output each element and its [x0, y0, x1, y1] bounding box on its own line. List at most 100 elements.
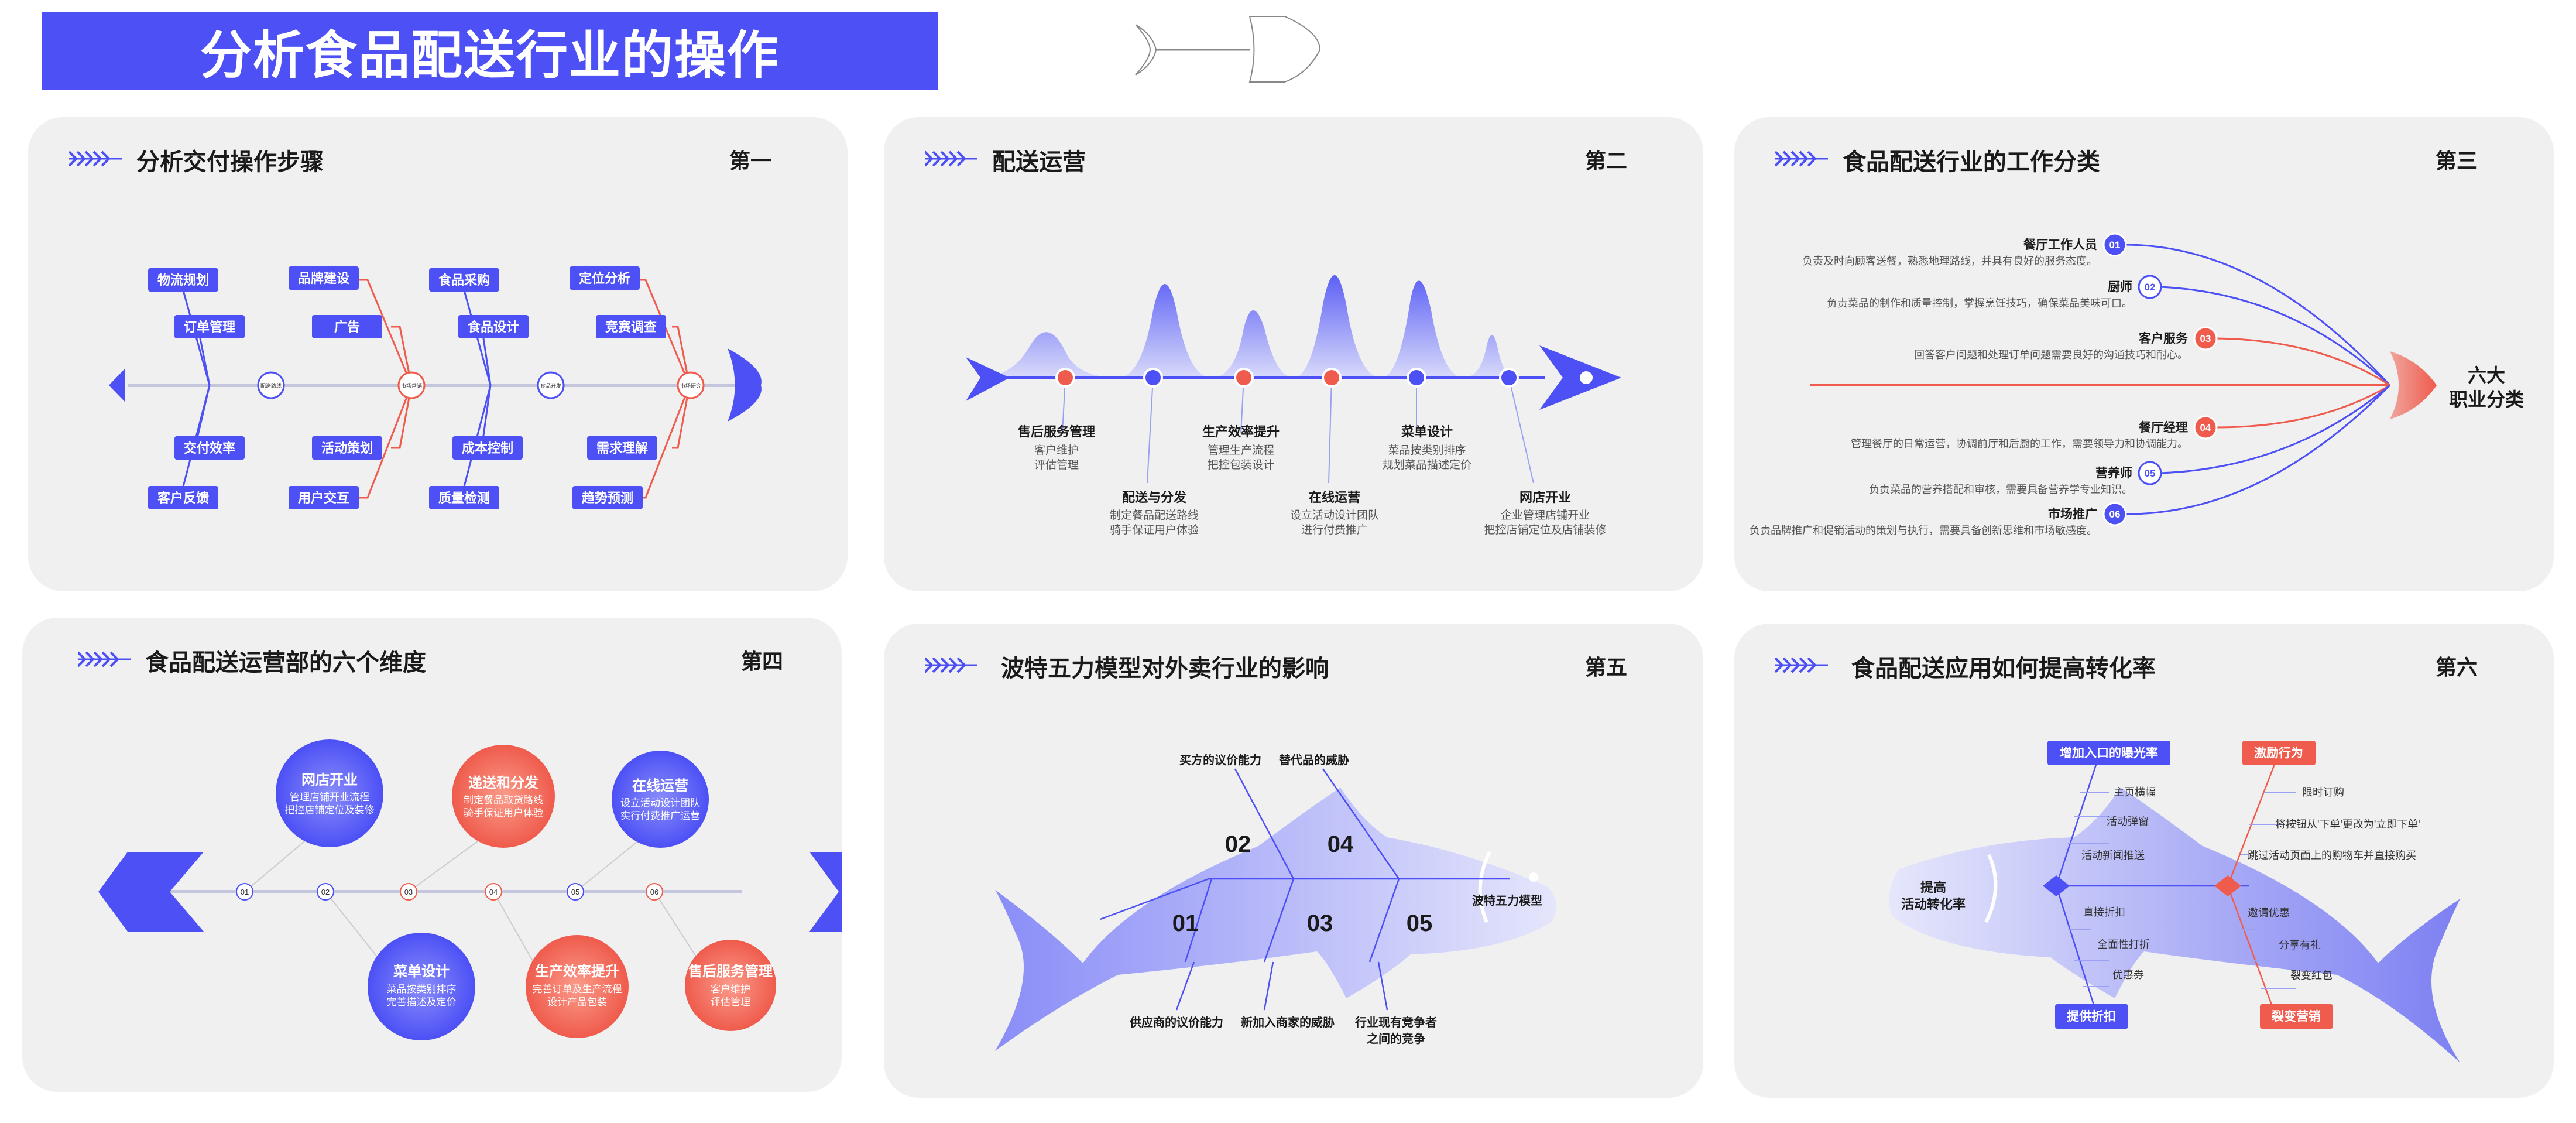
- node-label: 食品开发: [540, 382, 561, 389]
- box-label: 用户交互: [298, 491, 349, 505]
- item-line: 规划菜品描述定价: [1383, 458, 1471, 471]
- circle-line: 管理店铺开业流程: [290, 792, 369, 803]
- right-item: 限时订购: [2302, 786, 2344, 798]
- node-label: 05: [571, 888, 579, 896]
- panel-number: 第六: [2435, 655, 2478, 679]
- item-line: 菜品按类别排序: [1388, 444, 1466, 457]
- node-label: 06: [650, 888, 658, 896]
- circle-line: 实行付费推广运营: [620, 810, 700, 821]
- role-description: 负责菜品的制作和质量控制，掌握烹饪技巧，确保菜品美味可口。: [1827, 297, 2132, 309]
- circle-title: 售后服务管理: [688, 963, 773, 980]
- node-label: 配送路线: [260, 382, 282, 389]
- box-label: 广告: [334, 320, 360, 334]
- circle-title: 递送和分发: [468, 775, 538, 791]
- role-description: 负责及时向顾客送餐，熟悉地理路线，并具有良好的服务态度。: [1802, 255, 2097, 267]
- panel-title: 食品配送应用如何提高转化率: [1851, 656, 2156, 682]
- item-line: 把控包装设计: [1208, 458, 1274, 471]
- circle-title: 网店开业: [301, 772, 358, 788]
- item-line: 骑手保证用户体验: [1110, 523, 1199, 536]
- circle-line: 设立活动设计团队: [620, 797, 700, 809]
- panel-4: 食品配送运营部的六个维度 第四 01 02 03 04 05 06: [22, 618, 842, 1092]
- node-label: 市场营销: [401, 382, 422, 389]
- item-line: 客户维护: [1034, 444, 1079, 457]
- wave-fish-diagram: 售后服务管理 客户维护 评估管理 配送与分发 制定餐品配送路线 骑手保证用户体验…: [966, 275, 1621, 536]
- six-dimensions-diagram: 01 02 03 04 05 06 网店开业 管理店铺开业流程 把控店铺定位及装…: [98, 739, 842, 1040]
- circle-line: 客户维护: [711, 984, 750, 995]
- panel-number: 第四: [740, 649, 783, 673]
- item-line: 设立活动设计团队: [1290, 509, 1379, 522]
- center-label-line1: 六大: [2468, 365, 2505, 386]
- box-label: 订单管理: [184, 320, 235, 334]
- right-item: 邀请优惠: [2248, 907, 2290, 919]
- force-number: 03: [1307, 910, 1333, 936]
- circle-line: 完善描述及定价: [387, 997, 457, 1008]
- left-item: 主页横幅: [2114, 786, 2156, 798]
- force-number: 05: [1407, 910, 1433, 936]
- center-label-line1: 提高: [1920, 880, 1946, 895]
- node-label: 市场研究: [680, 382, 701, 389]
- five-forces-fish-diagram: 01 02 03 04 05 买方的议价能力 替代品的威胁 供应商的议价能力 新…: [995, 753, 1556, 1051]
- circle-title: 在线运营: [632, 778, 688, 794]
- item-line: 把控店铺定位及店铺装修: [1484, 523, 1606, 536]
- panel-number: 第一: [729, 149, 771, 173]
- circle-line: 制定餐品取货路线: [464, 795, 543, 806]
- panel-number: 第三: [2435, 149, 2478, 173]
- chevrons-icon: [69, 150, 122, 167]
- box-label: 交付效率: [184, 441, 235, 456]
- panel-number: 第五: [1584, 655, 1627, 679]
- item-title: 配送与分发: [1122, 490, 1187, 505]
- box-label: 定位分析: [579, 271, 630, 286]
- item-line: 进行付费推广: [1301, 523, 1368, 536]
- box-label: 激励行为: [2254, 746, 2303, 760]
- force-label: 供应商的议价能力: [1129, 1015, 1223, 1029]
- role-title: 厨师: [2108, 280, 2132, 294]
- left-item: 直接折扣: [2083, 906, 2125, 918]
- box-label: 食品采购: [438, 273, 490, 287]
- item-number: 05: [2145, 468, 2156, 479]
- item-number: 03: [2200, 333, 2211, 344]
- panel-1: 分析交付操作步骤 第一 物流规划 订单管理: [28, 117, 848, 591]
- item-line: 评估管理: [1034, 458, 1079, 471]
- box-label: 裂变营销: [2272, 1009, 2321, 1023]
- force-label: 新加入商家的威胁: [1241, 1015, 1335, 1029]
- item-line: 制定餐品配送路线: [1110, 509, 1199, 522]
- role-title: 餐厅工作人员: [2023, 238, 2097, 252]
- box-label: 客户反馈: [157, 491, 209, 505]
- right-item: 裂变红包: [2290, 970, 2333, 981]
- circle-line: 设计产品包装: [547, 997, 607, 1008]
- force-label: 行业现有竞争者: [1354, 1015, 1437, 1029]
- right-item: 将按钮从'下单'更改为'立即下单': [2275, 819, 2420, 830]
- panel-title: 波特五力模型对外卖行业的影响: [1001, 656, 1329, 682]
- left-item: 优惠券: [2112, 969, 2144, 981]
- chevrons-icon: [1775, 657, 1828, 673]
- role-description: 负责菜品的营养搭配和审核，需要具备营养学专业知识。: [1869, 484, 2132, 495]
- item-number: 02: [2145, 282, 2156, 293]
- force-number: 04: [1328, 831, 1354, 857]
- left-item: 全面性打折: [2097, 939, 2150, 950]
- node-label: 01: [241, 888, 249, 896]
- node-label: 04: [489, 888, 498, 896]
- fish-outline-icon: [1135, 16, 1320, 83]
- panel-2: 配送运营 第二 售后服务管理 客户维护 评估管理 配送与分发 制定餐品配送路线 …: [884, 117, 1703, 591]
- circle-line: 菜品按类别排序: [387, 984, 457, 995]
- force-label: 之间的竞争: [1367, 1032, 1425, 1046]
- item-number: 01: [2109, 239, 2121, 251]
- circle-title: 菜单设计: [393, 964, 450, 980]
- item-title: 网店开业: [1519, 490, 1571, 505]
- item-title: 菜单设计: [1401, 424, 1453, 439]
- force-number: 02: [1225, 831, 1251, 857]
- box-label: 增加入口的曝光率: [2060, 746, 2158, 760]
- force-number: 01: [1172, 910, 1199, 936]
- role-description: 负责品牌推广和促销活动的策划与执行，需要具备创新思维和市场敏感度。: [1750, 525, 2097, 536]
- chevrons-icon: [78, 651, 131, 667]
- right-item: 分享有礼: [2279, 939, 2321, 951]
- chevrons-icon: [925, 150, 977, 167]
- panel-title: 配送运营: [992, 149, 1086, 175]
- circle-title: 生产效率提升: [535, 963, 619, 980]
- box-label: 食品设计: [468, 320, 519, 334]
- conversion-fish-diagram: 增加入口的曝光率 激励行为 提供折扣 裂变营销 提高 活动转化率 主页横幅 活动…: [1889, 741, 2460, 1063]
- role-title: 营养师: [2095, 466, 2132, 480]
- role-title: 餐厅经理: [2139, 420, 2188, 434]
- item-number: 06: [2109, 509, 2121, 520]
- panel-6: 食品配送应用如何提高转化率 第六 增加入口的曝光率 激励行为 提供折扣 裂变营销: [1734, 624, 2554, 1098]
